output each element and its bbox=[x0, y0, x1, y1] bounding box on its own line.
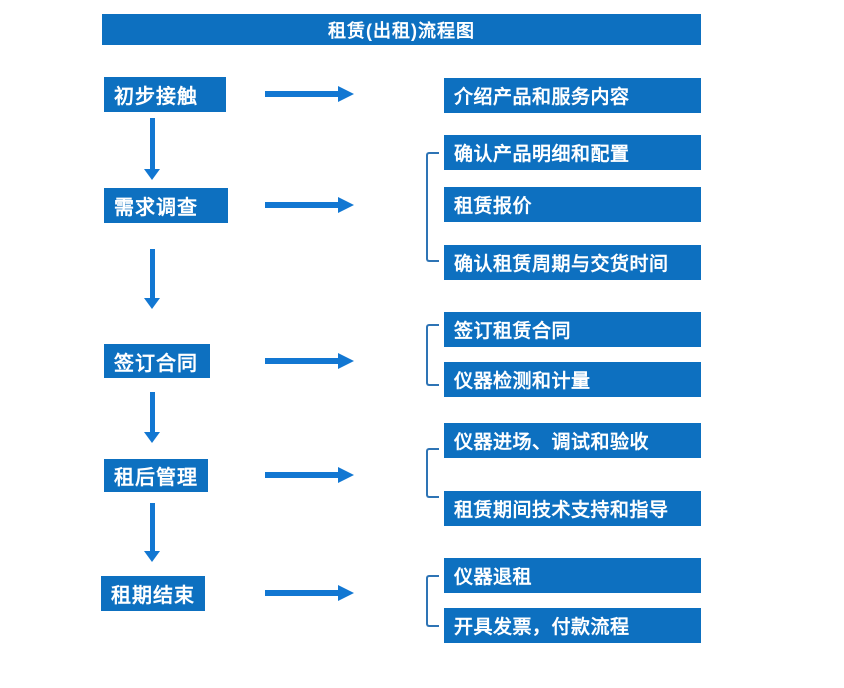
detail-box: 租赁期间技术支持和指导 bbox=[444, 491, 701, 526]
bracket-rental-end-group bbox=[426, 575, 439, 627]
flowchart-title: 租赁(出租)流程图 bbox=[102, 14, 701, 45]
arrow-down-icon bbox=[144, 392, 160, 443]
bracket-sign-contract-group bbox=[426, 324, 439, 386]
stage-box-initial-contact: 初步接触 bbox=[104, 77, 226, 112]
detail-box: 开具发票，付款流程 bbox=[444, 608, 701, 643]
arrow-right-icon bbox=[265, 467, 355, 483]
arrow-down-icon bbox=[144, 503, 160, 562]
detail-box: 确认产品明细和配置 bbox=[444, 135, 701, 170]
detail-box: 签订租赁合同 bbox=[444, 312, 701, 347]
arrow-right-icon bbox=[265, 86, 355, 102]
arrow-right-icon bbox=[265, 353, 355, 369]
stage-box-post-rental-management: 租后管理 bbox=[104, 459, 208, 492]
arrow-right-icon bbox=[265, 585, 355, 601]
bracket-post-rental-group bbox=[426, 448, 439, 498]
arrow-down-icon bbox=[144, 118, 160, 180]
detail-box: 介绍产品和服务内容 bbox=[444, 78, 701, 113]
detail-box: 仪器检测和计量 bbox=[444, 362, 701, 397]
bracket-demand-survey-group bbox=[426, 152, 439, 262]
stage-box-rental-end: 租期结束 bbox=[101, 576, 205, 611]
stage-box-sign-contract: 签订合同 bbox=[104, 344, 210, 378]
detail-box: 确认租赁周期与交货时间 bbox=[444, 245, 701, 280]
stage-box-demand-survey: 需求调查 bbox=[104, 188, 228, 223]
detail-box: 租赁报价 bbox=[444, 187, 701, 222]
arrow-right-icon bbox=[265, 197, 355, 213]
detail-box: 仪器进场、调试和验收 bbox=[444, 423, 701, 458]
arrow-down-icon bbox=[144, 249, 160, 309]
detail-box: 仪器退租 bbox=[444, 558, 701, 593]
